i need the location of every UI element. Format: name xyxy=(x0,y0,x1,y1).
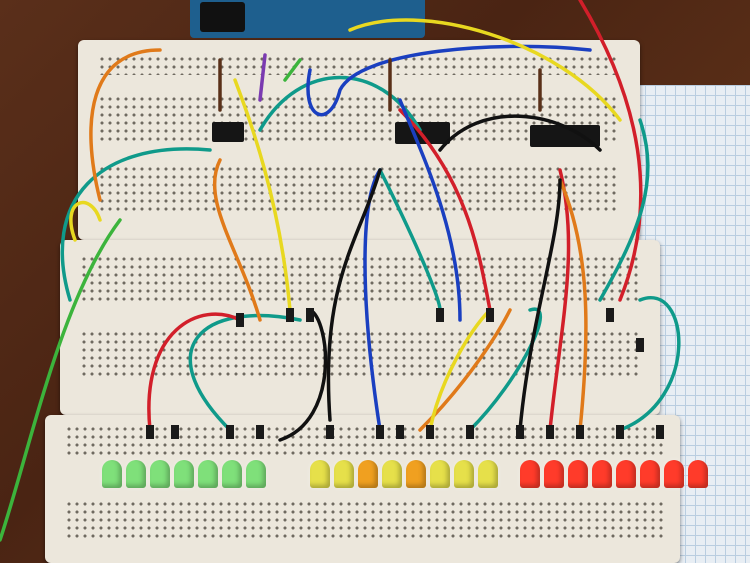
wire xyxy=(438,114,602,152)
wire xyxy=(468,307,542,432)
jumper-tip xyxy=(256,425,264,439)
led xyxy=(198,460,218,488)
jumper-tip xyxy=(426,425,434,439)
led-row xyxy=(100,460,710,494)
wire xyxy=(578,0,643,302)
led xyxy=(664,460,684,488)
jumper-tip xyxy=(306,308,314,322)
led xyxy=(174,460,194,488)
led xyxy=(544,460,564,488)
power-rail xyxy=(98,55,618,75)
led xyxy=(246,460,266,488)
wire xyxy=(348,18,622,122)
wire xyxy=(326,168,382,422)
led xyxy=(126,460,146,488)
breadboard-middle xyxy=(60,240,660,415)
jumper-tip xyxy=(636,338,644,352)
ic-chip xyxy=(212,122,244,142)
wire xyxy=(283,58,302,82)
wire xyxy=(558,178,588,432)
wire xyxy=(518,178,562,432)
wire xyxy=(418,308,512,432)
wire xyxy=(428,308,492,432)
jumper-tip xyxy=(436,308,444,322)
led xyxy=(640,460,660,488)
wire xyxy=(188,313,302,432)
wire xyxy=(363,168,382,432)
led xyxy=(150,460,170,488)
wire xyxy=(233,78,292,312)
led xyxy=(102,460,122,488)
led xyxy=(310,460,330,488)
jumper-tip xyxy=(516,425,524,439)
jumper-tip xyxy=(146,425,154,439)
led xyxy=(406,460,426,488)
hole-grid xyxy=(80,330,640,380)
wire xyxy=(398,98,462,322)
led xyxy=(520,460,540,488)
wire xyxy=(0,218,122,542)
jumper-tip xyxy=(326,425,334,439)
hole-grid xyxy=(98,165,618,215)
wire xyxy=(258,75,422,132)
hole-grid xyxy=(65,500,665,540)
hole-grid xyxy=(65,425,665,455)
jumper-tip xyxy=(226,425,234,439)
wire xyxy=(306,44,592,117)
wire xyxy=(278,308,328,442)
led xyxy=(688,460,708,488)
wire xyxy=(398,108,492,312)
led xyxy=(334,460,354,488)
led xyxy=(382,460,402,488)
led xyxy=(616,460,636,488)
jumper-tip xyxy=(616,425,624,439)
breadboard-bottom xyxy=(45,415,680,563)
power-jack xyxy=(200,2,245,32)
wire xyxy=(60,147,212,302)
led xyxy=(592,460,612,488)
wire xyxy=(598,118,650,302)
led xyxy=(454,460,474,488)
led xyxy=(358,460,378,488)
jumper-tip xyxy=(286,308,294,322)
wire xyxy=(378,168,442,312)
ic-chip xyxy=(530,125,600,147)
jumper-tip xyxy=(576,425,584,439)
jumper-tip xyxy=(236,313,244,327)
jumper-tip xyxy=(546,425,554,439)
wire xyxy=(618,296,681,432)
jumper-tip xyxy=(376,425,384,439)
jumper-tip xyxy=(396,425,404,439)
wire xyxy=(147,312,242,432)
wire xyxy=(548,168,571,432)
wire xyxy=(69,200,102,242)
led xyxy=(478,460,498,488)
wire xyxy=(89,48,162,202)
wire xyxy=(258,53,267,102)
jumper-tip xyxy=(466,425,474,439)
led xyxy=(222,460,242,488)
wire xyxy=(212,158,262,322)
jumper-tip xyxy=(171,425,179,439)
jumper-tip xyxy=(656,425,664,439)
jumper-tip xyxy=(606,308,614,322)
jumper-tip xyxy=(486,308,494,322)
led xyxy=(430,460,450,488)
led xyxy=(568,460,588,488)
